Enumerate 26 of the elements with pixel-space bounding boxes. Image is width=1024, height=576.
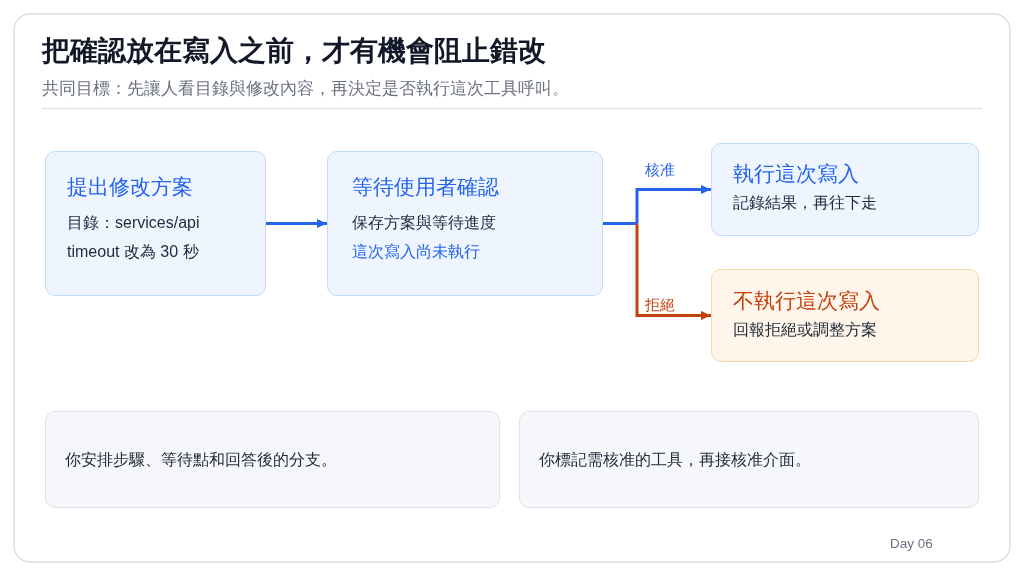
page-subtitle: 共同目標：先讓人看目錄與修改內容，再決定是否執行這次工具呼叫。 [42,78,569,99]
arrow [266,219,327,228]
edge-label: 拒絕 [643,296,677,314]
arrow [635,223,711,320]
step-detail: 保存方案與等待進度 [352,213,497,233]
step-detail: 目錄：services/api timeout 改為 30 秒 [67,213,201,262]
note-card [519,411,979,508]
branch-connector [603,222,637,225]
step-card [45,151,266,296]
page-footer-label: Day 06 [890,535,933,553]
step-detail: 記錄結果，再往下走 [733,193,878,213]
step-title: 執行這次寫入 [733,161,860,187]
page-title: 把確認放在寫入之前，才有機會阻止錯改 [42,34,546,68]
step-title: 不執行這次寫入 [733,288,881,314]
step-detail: 你安排步驟、等待點和回答後的分支。 [65,450,337,470]
outcome-card [711,269,979,362]
step-detail: 你標記需核准的工具，再接核准介面。 [539,450,811,470]
step-title: 等待使用者確認 [352,174,500,200]
step-title: 提出修改方案 [67,174,194,200]
step-detail: 這次寫入尚未執行 [352,242,481,262]
step-card [711,143,979,236]
note-card [45,411,500,508]
step-card [327,151,603,296]
arrow [635,185,711,224]
step-detail: 回報拒絕或調整方案 [733,320,878,340]
edge-label: 核准 [643,161,677,179]
